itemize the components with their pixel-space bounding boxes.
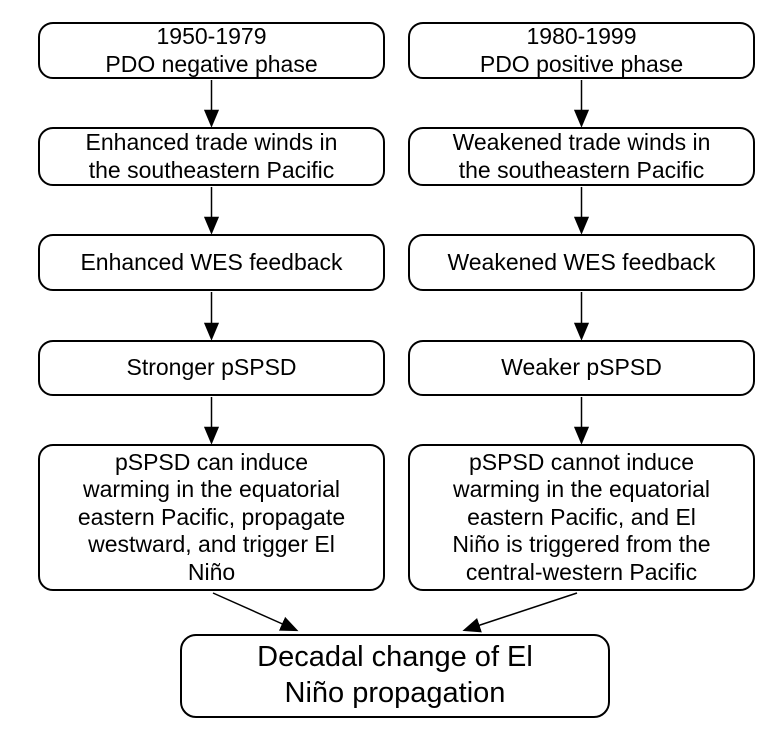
- box-left-outcome-text: pSPSD can induce warming in the equatori…: [77, 448, 346, 585]
- box-right-trade-winds: Weakened trade winds in the southeastern…: [408, 127, 755, 186]
- box-left-trade-winds-text: Enhanced trade winds in the southeastern…: [85, 128, 338, 183]
- box-right-outcome-text: pSPSD cannot induce warming in the equat…: [452, 448, 711, 585]
- box-right-outcome: pSPSD cannot induce warming in the equat…: [408, 444, 755, 591]
- box-conclusion-text: Decadal change of El Niño propagation: [257, 641, 533, 709]
- box-right-pspsd: Weaker pSPSD: [408, 340, 755, 396]
- box-left-pspsd: Stronger pSPSD: [38, 340, 385, 396]
- box-right-trade-winds-text: Weakened trade winds in the southeastern…: [452, 128, 711, 183]
- arrow-left-outcome-to-conclusion: [212, 592, 299, 632]
- box-left-pspsd-text: Stronger pSPSD: [126, 354, 297, 381]
- box-conclusion: Decadal change of El Niño propagation: [180, 634, 610, 718]
- box-right-pspsd-text: Weaker pSPSD: [501, 354, 662, 381]
- box-left-wes-feedback-text: Enhanced WES feedback: [80, 248, 343, 275]
- box-left-outcome: pSPSD can induce warming in the equatori…: [38, 444, 385, 591]
- box-left-wes-feedback: Enhanced WES feedback: [38, 234, 385, 291]
- box-left-period: 1950-1979 PDO negative phase: [38, 22, 385, 79]
- box-right-period: 1980-1999 PDO positive phase: [408, 22, 755, 79]
- box-left-trade-winds: Enhanced trade winds in the southeastern…: [38, 127, 385, 186]
- box-right-period-text: 1980-1999 PDO positive phase: [479, 22, 684, 77]
- box-right-wes-feedback: Weakened WES feedback: [408, 234, 755, 291]
- box-right-wes-feedback-text: Weakened WES feedback: [447, 248, 716, 275]
- box-left-period-text: 1950-1979 PDO negative phase: [105, 22, 318, 77]
- arrow-right-outcome-to-conclusion: [462, 592, 578, 633]
